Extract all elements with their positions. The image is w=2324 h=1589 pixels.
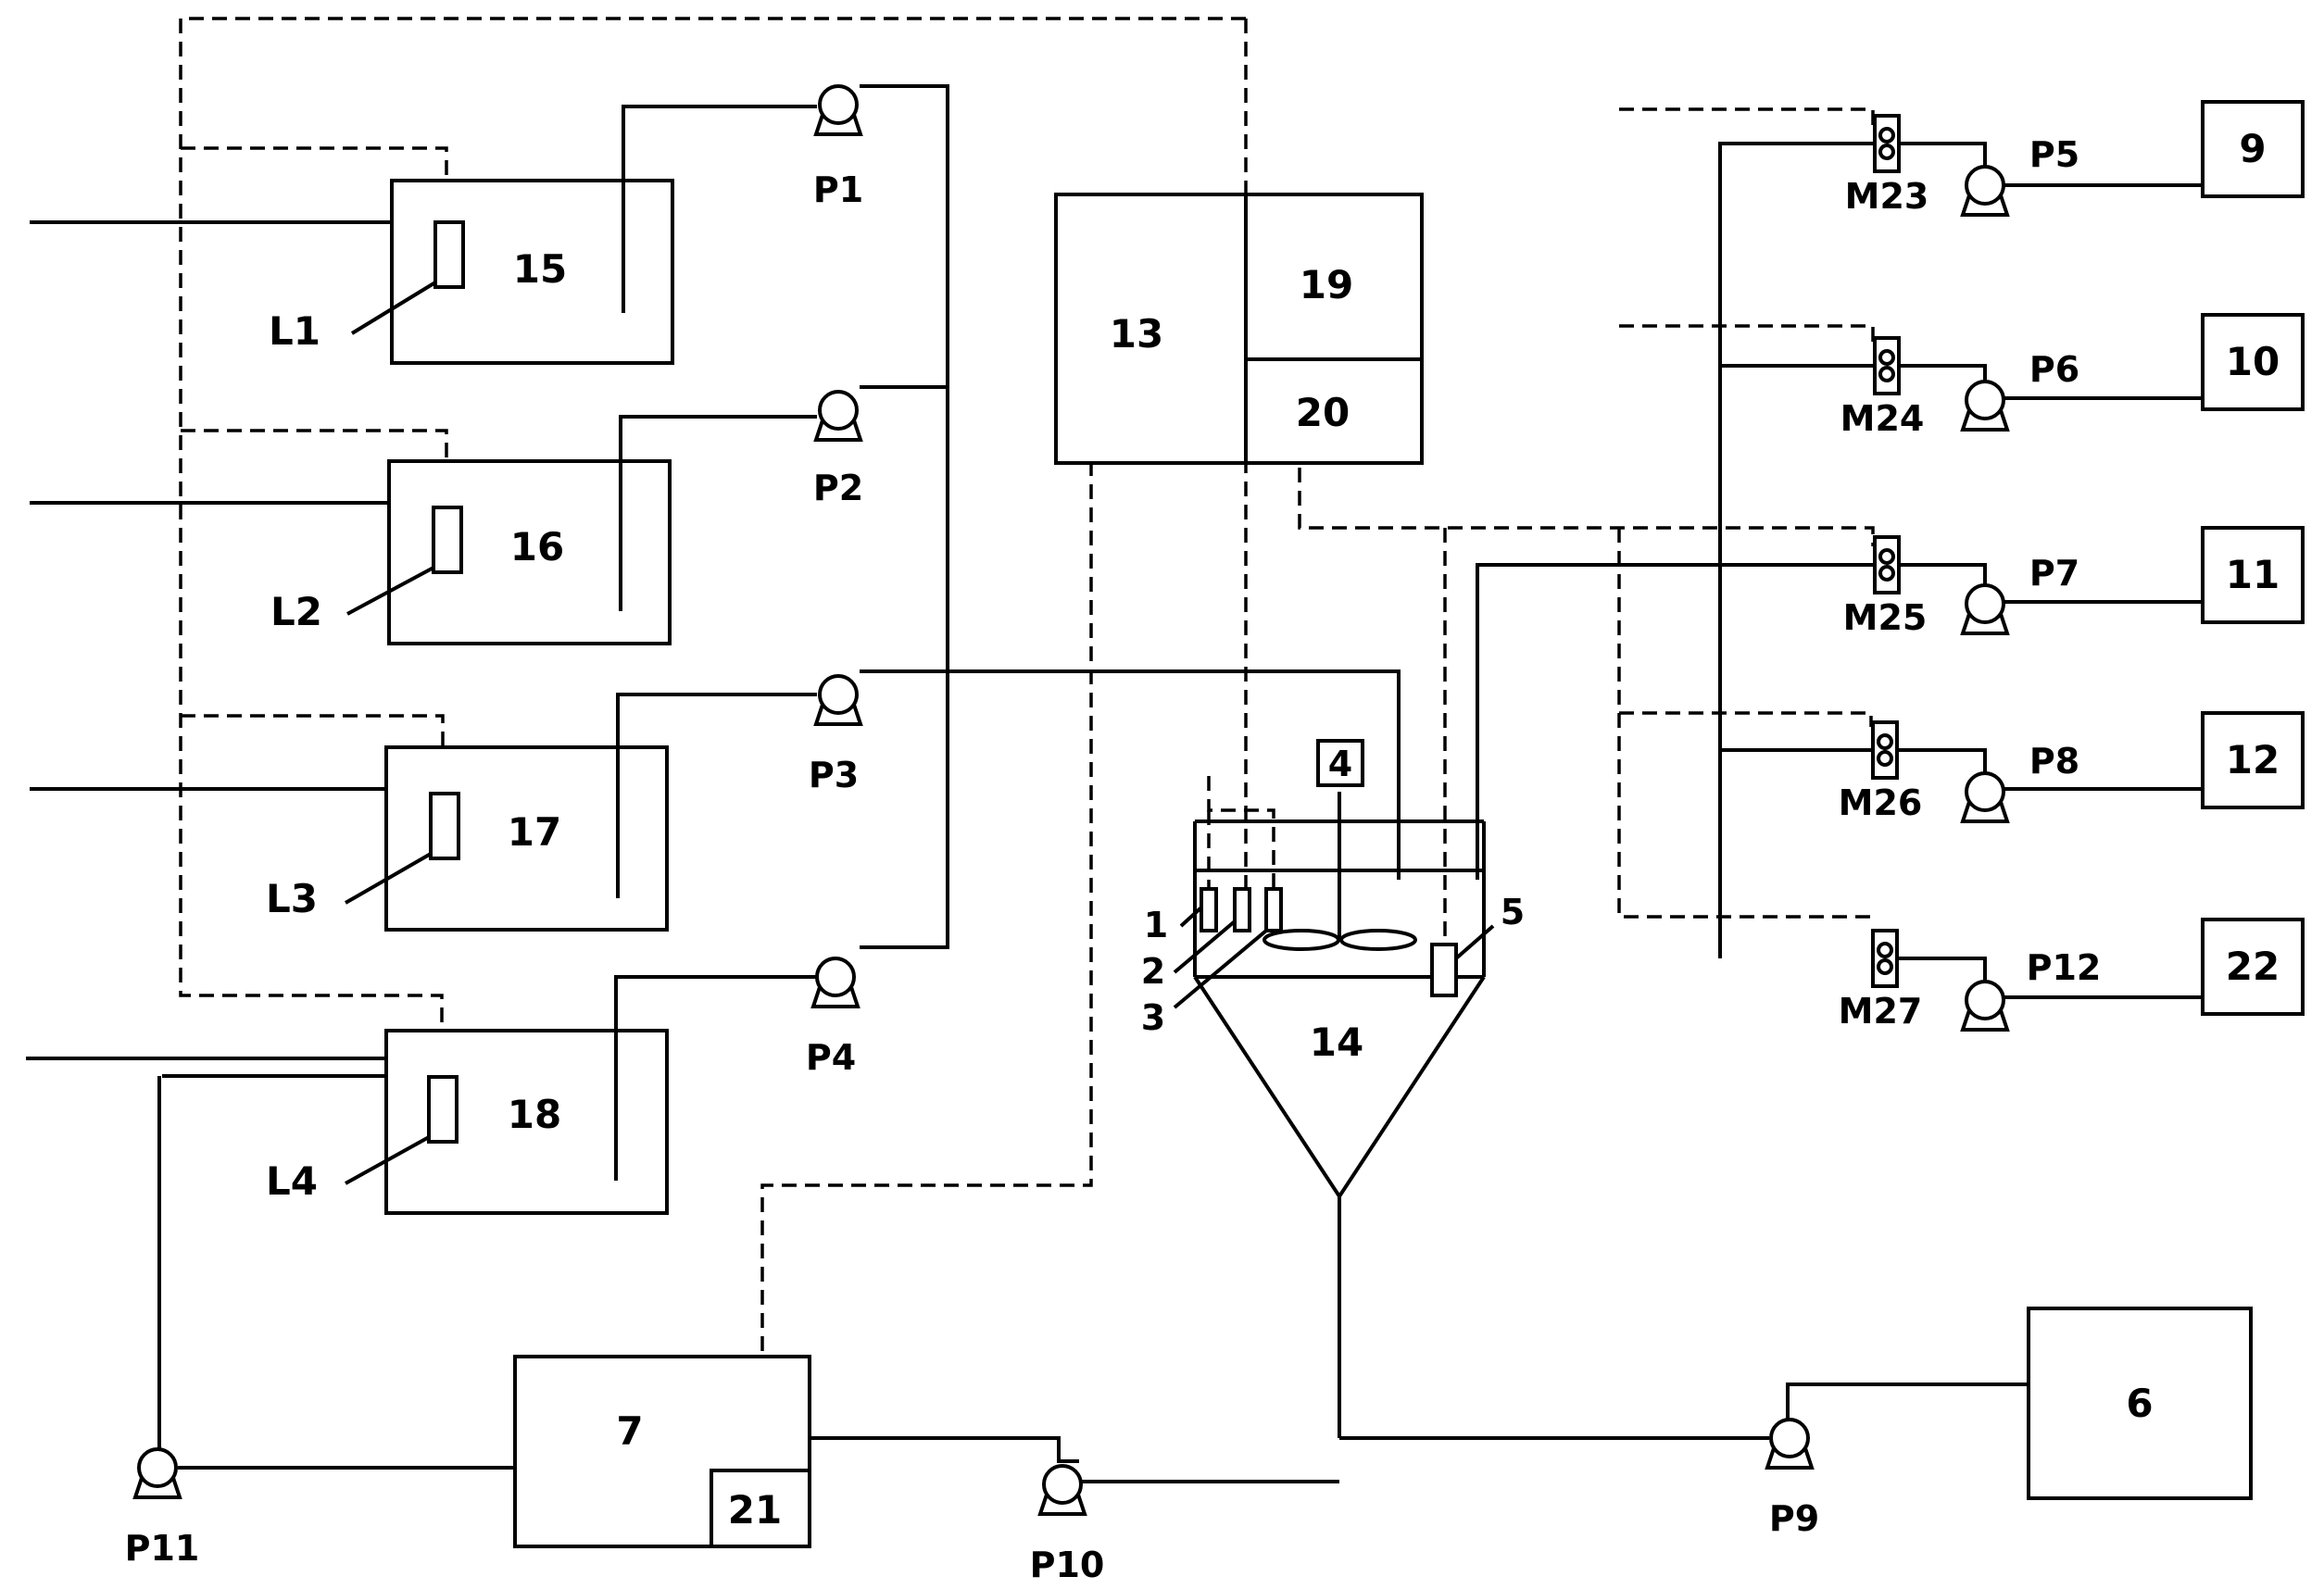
stirrer-motor-4: 4 — [1316, 739, 1364, 787]
stirrer-impeller — [1262, 929, 1417, 951]
svg-text:1: 1 — [1144, 905, 1168, 945]
controller-13: 13 19 20 — [1054, 193, 1424, 465]
dosing-tank-10: 10 — [2201, 313, 2305, 411]
svg-text:2: 2 — [1141, 951, 1165, 992]
svg-text:4: 4 — [1328, 744, 1352, 784]
svg-text:P7: P7 — [2029, 553, 2079, 594]
dosing-tank-12: 12 — [2201, 711, 2305, 809]
svg-text:P12: P12 — [2027, 947, 2102, 988]
svg-text:M25: M25 — [1843, 597, 1928, 638]
svg-text:P6: P6 — [2029, 349, 2079, 390]
svg-text:19: 19 — [1300, 262, 1353, 307]
svg-text:M26: M26 — [1839, 782, 1923, 823]
level-sensor-l2: L2 — [270, 506, 463, 634]
svg-text:6: 6 — [2126, 1381, 2153, 1426]
dosing-tank-22: 22 — [2201, 918, 2305, 1016]
level-sensor-l3: L3 — [266, 792, 460, 921]
svg-text:P2: P2 — [813, 468, 863, 508]
feed-tank-17: 17 — [384, 745, 669, 932]
pump-p3: P3 — [809, 674, 863, 795]
dosing-tank-9: 9 — [2201, 100, 2305, 198]
svg-text:L4: L4 — [266, 1158, 318, 1204]
pump-p11: P11 — [125, 1447, 200, 1569]
valve-m25: M25 — [1843, 535, 1928, 638]
svg-text:18: 18 — [508, 1092, 561, 1137]
pump-p4: P4 — [806, 957, 861, 1078]
reactor-14: 14 — [1310, 1020, 1363, 1065]
probe-2: 2 — [1141, 887, 1251, 992]
svg-text:L2: L2 — [270, 589, 322, 634]
valve-m27: M27 — [1839, 929, 1923, 1032]
svg-text:P10: P10 — [1030, 1545, 1105, 1585]
signal-lines-right — [1617, 107, 1875, 919]
dosing-tank-11: 11 — [2201, 526, 2305, 624]
svg-text:17: 17 — [508, 809, 561, 855]
svg-text:P1: P1 — [813, 169, 863, 210]
pump-p7: P7 — [1960, 553, 2079, 635]
svg-text:16: 16 — [510, 524, 564, 569]
svg-text:L1: L1 — [269, 308, 320, 354]
svg-text:21: 21 — [728, 1487, 782, 1533]
valve-m26: M26 — [1839, 720, 1923, 823]
svg-text:12: 12 — [2226, 737, 2280, 782]
svg-text:L3: L3 — [266, 876, 318, 921]
svg-text:22: 22 — [2226, 944, 2280, 989]
svg-text:13: 13 — [1110, 311, 1163, 357]
svg-text:M23: M23 — [1845, 176, 1929, 217]
pump-p8: P8 — [1960, 741, 2079, 823]
pump-p9: P9 — [1765, 1418, 1819, 1539]
svg-text:7: 7 — [616, 1408, 643, 1454]
svg-text:15: 15 — [513, 246, 567, 292]
svg-text:10: 10 — [2226, 339, 2280, 384]
svg-text:P11: P11 — [125, 1528, 200, 1569]
valve-m23: M23 — [1845, 114, 1929, 217]
svg-text:P3: P3 — [809, 755, 859, 795]
svg-text:M24: M24 — [1840, 398, 1925, 439]
svg-text:P5: P5 — [2029, 134, 2079, 175]
svg-text:20: 20 — [1296, 390, 1350, 435]
pump-p6: P6 — [1960, 349, 2079, 432]
pump-p12: P12 — [1960, 947, 2102, 1032]
controller-21: 21 — [710, 1469, 811, 1548]
svg-text:9: 9 — [2239, 126, 2266, 171]
feed-tank-18: 18 — [384, 1029, 669, 1215]
level-sensor-l1: L1 — [269, 220, 465, 354]
pump-p5: P5 — [1960, 134, 2079, 217]
probe-5: 5 — [1430, 892, 1525, 997]
pump-p2: P2 — [813, 390, 863, 508]
pump-p10: P10 — [1030, 1464, 1105, 1585]
storage-tank-6: 6 — [2027, 1307, 2253, 1500]
valve-m24: M24 — [1840, 336, 1925, 439]
svg-text:P8: P8 — [2029, 741, 2079, 782]
level-sensor-l4: L4 — [266, 1075, 459, 1204]
svg-text:P9: P9 — [1769, 1498, 1819, 1539]
svg-text:14: 14 — [1310, 1020, 1363, 1065]
feed-tank-16: 16 — [387, 459, 672, 645]
svg-text:M27: M27 — [1839, 991, 1923, 1032]
probe-1: 1 — [1144, 887, 1218, 945]
svg-text:P4: P4 — [806, 1037, 856, 1078]
svg-text:11: 11 — [2226, 552, 2280, 597]
svg-text:5: 5 — [1501, 892, 1525, 932]
pump-p1: P1 — [813, 84, 863, 210]
svg-text:3: 3 — [1141, 997, 1165, 1038]
probe-3: 3 — [1141, 887, 1283, 1038]
